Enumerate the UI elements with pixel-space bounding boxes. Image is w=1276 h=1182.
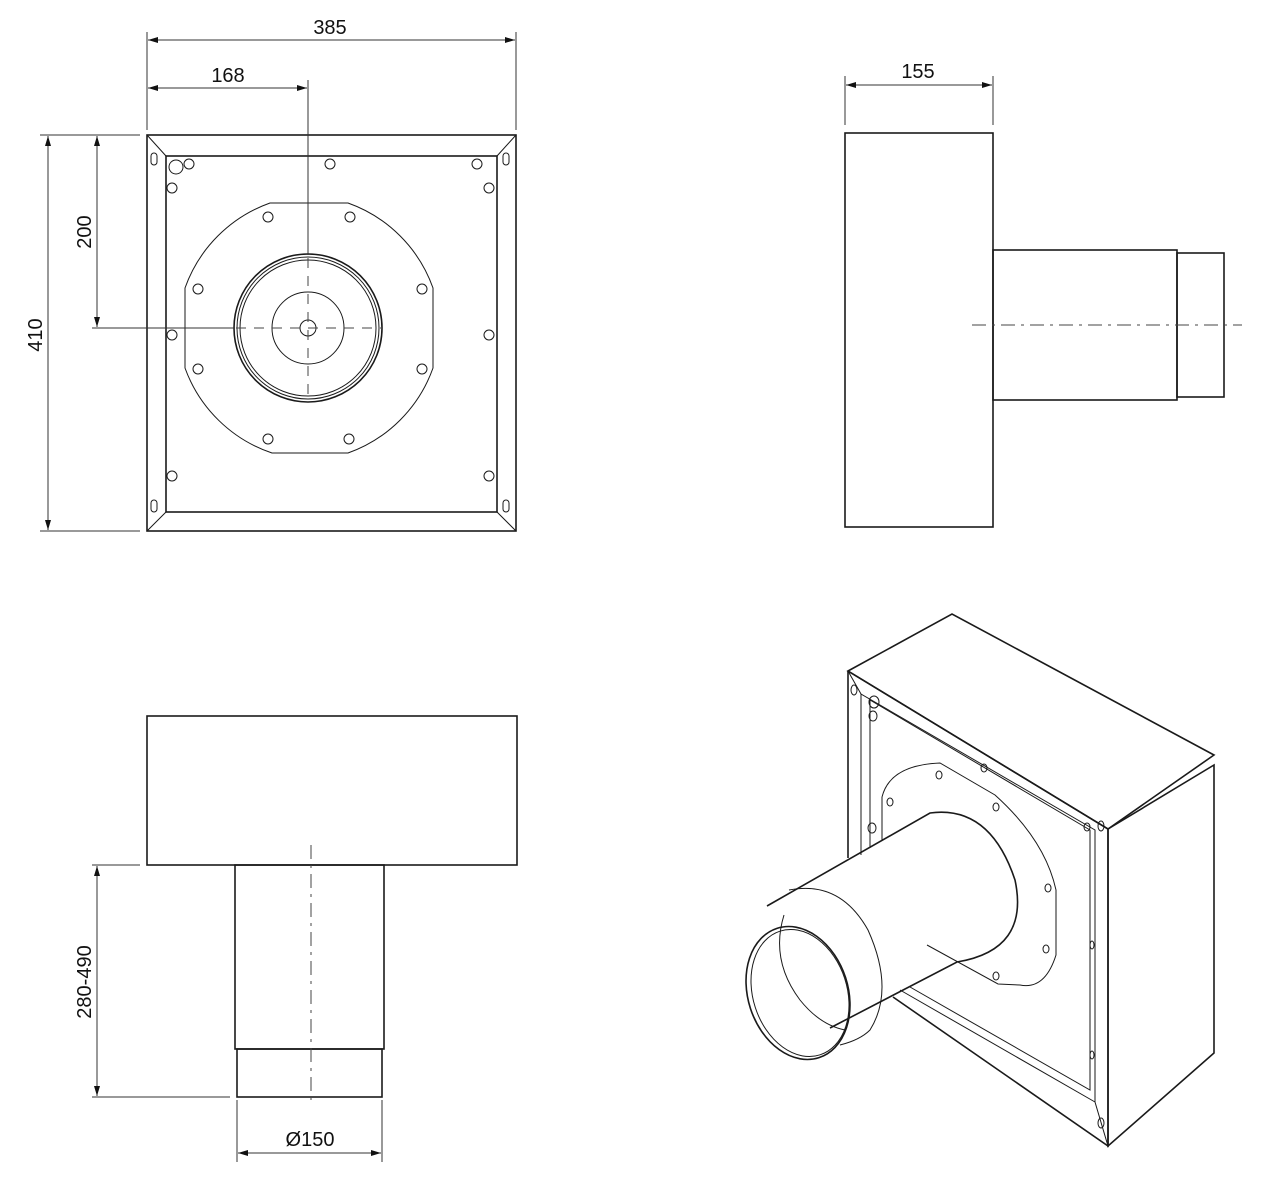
iso-flange-plate: [881, 762, 1057, 987]
corner-slots: [150, 152, 510, 513]
isometric-view: [745, 613, 1216, 1148]
dim-duct-diameter: Ø150: [286, 1129, 335, 1151]
dim-height-410: 410: [25, 318, 47, 351]
side-view: 155: [844, 61, 1242, 528]
iso-flange-holes: [886, 770, 1052, 981]
iso-holes: [850, 684, 1105, 1129]
dim-width-385: 385: [313, 17, 346, 39]
bottom-view: 280-490 Ø150: [74, 715, 518, 1162]
iso-duct: [745, 811, 1019, 1061]
mounting-holes: [166, 158, 495, 482]
front-view: 385 168 410 200: [25, 17, 517, 532]
dim-offset-200: 200: [74, 215, 96, 248]
flange-plate: [184, 202, 434, 454]
dim-depth-155: 155: [901, 61, 934, 83]
dim-duct-length: 280-490: [74, 945, 96, 1018]
dim-offset-168: 168: [211, 65, 244, 87]
